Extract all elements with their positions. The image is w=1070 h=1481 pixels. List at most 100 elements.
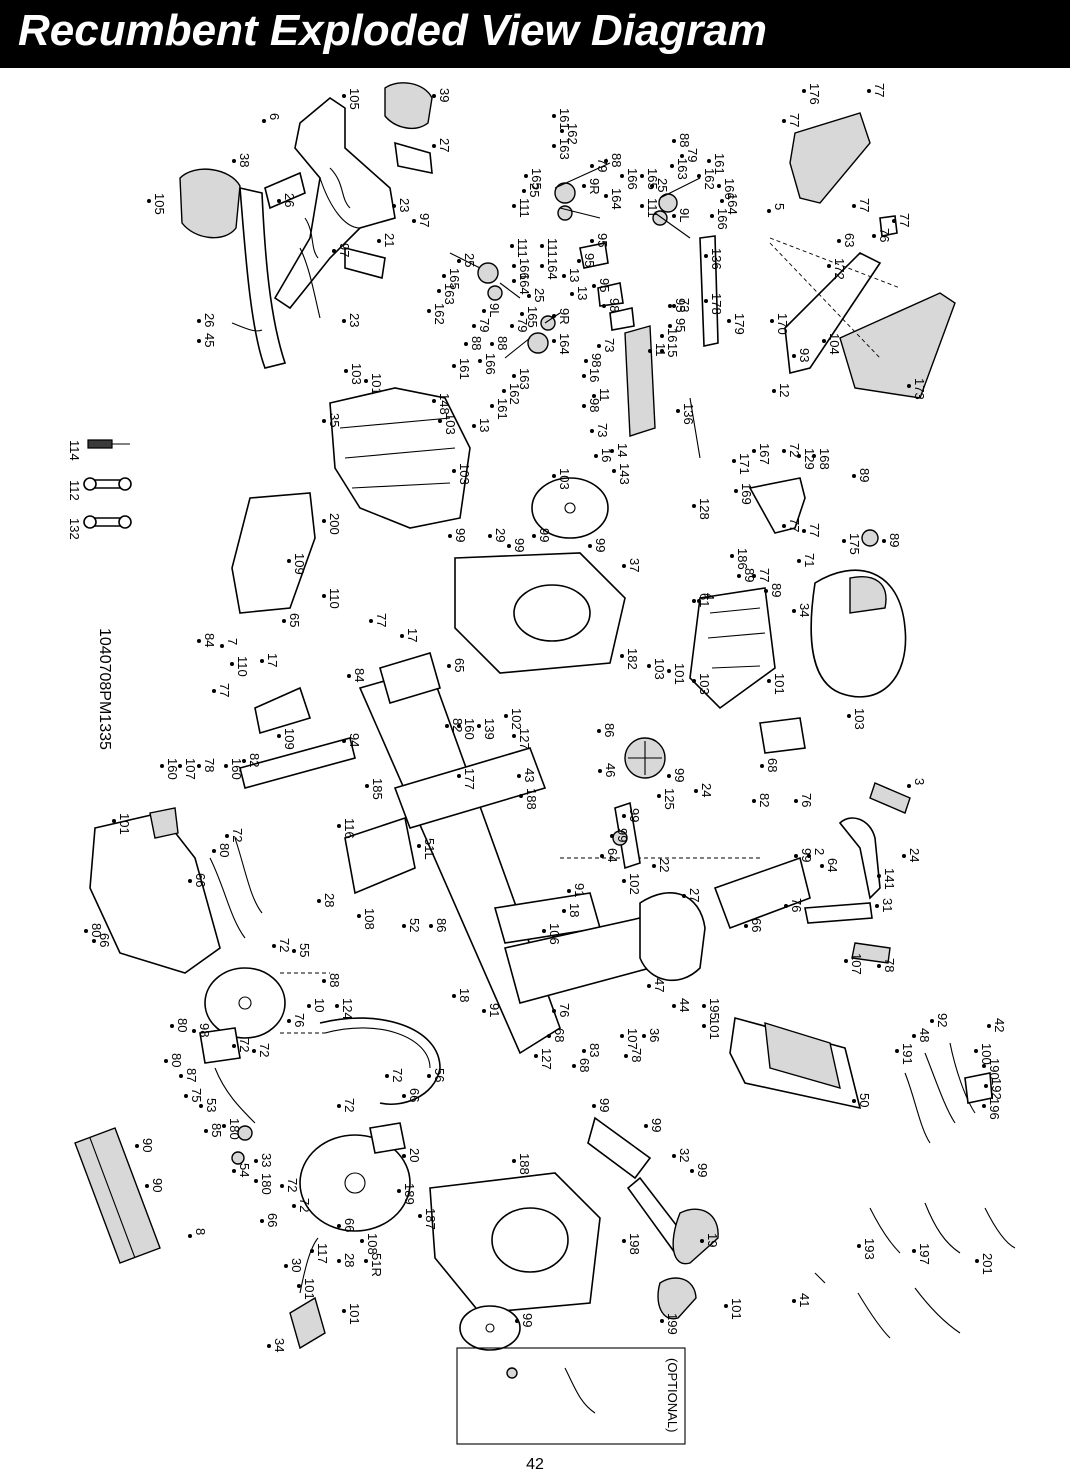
callout-leader-dot: [652, 864, 656, 868]
part-callout: 3: [912, 778, 927, 785]
part-callout: 85: [209, 1123, 224, 1137]
part-callout: 95: [673, 298, 688, 312]
part-callout: 178: [709, 293, 724, 315]
callout-leader-dot: [232, 1169, 236, 1173]
part-callout: 173: [912, 378, 927, 400]
part-callout: 79: [685, 148, 700, 162]
callout-leader-dot: [752, 449, 756, 453]
part-callout: 42: [992, 1018, 1007, 1032]
callout-leader-dot: [590, 429, 594, 433]
callout-leader-dot: [452, 469, 456, 473]
part-callout: 191: [900, 1043, 915, 1065]
callout-leader-dot: [604, 194, 608, 198]
part-callout: 86: [434, 918, 449, 932]
callout-leader-dot: [254, 1179, 258, 1183]
part-callout: 187: [423, 1208, 438, 1230]
part-callout: 65: [287, 613, 302, 627]
part-callout: 78: [629, 1048, 644, 1062]
callout-leader-dot: [552, 314, 556, 318]
part-callout: 164: [557, 333, 572, 355]
part-callout: 88: [469, 336, 484, 350]
part-callout: 34: [797, 603, 812, 617]
callout-leader-dot: [847, 714, 851, 718]
callout-leader-dot: [437, 289, 441, 293]
callout-leader-dot: [624, 1054, 628, 1058]
callout-leader-dot: [588, 544, 592, 548]
part-callout: 103: [852, 708, 867, 730]
part-callout: 99: [799, 848, 814, 862]
callout-leader-dot: [702, 1024, 706, 1028]
part-callout: 9L: [677, 208, 692, 222]
pulley-assembly-top: [449, 162, 701, 359]
part-callout: 27: [687, 888, 702, 902]
bracket-125: [759, 717, 806, 754]
part-callout: 177: [462, 768, 477, 790]
part-callout: 25: [655, 178, 670, 192]
callout-leader-dot: [432, 399, 436, 403]
callout-leader-dot: [610, 449, 614, 453]
drawing-code: 1040708PM1335: [96, 628, 113, 750]
callout-leader-dot: [667, 774, 671, 778]
part-callout: 103: [443, 413, 458, 435]
part-callout: 72: [342, 1098, 357, 1112]
callout-leader-dot: [272, 944, 276, 948]
callout-leader-dot: [760, 764, 764, 768]
part-callout: 38: [237, 153, 252, 167]
pulse-wires: [231, 167, 351, 332]
part-callout: 29: [493, 528, 508, 542]
callout-leader-dot: [447, 664, 451, 668]
part-callout: 136: [681, 403, 696, 425]
callout-leader-dot: [402, 1094, 406, 1098]
part-callout: 91: [487, 1003, 502, 1017]
callout-leader-dot: [310, 1249, 314, 1253]
callout-leader-dot: [982, 1064, 986, 1068]
callout-leader-dot: [592, 394, 596, 398]
part-callout: 95: [582, 253, 597, 267]
callout-leader-dot: [612, 469, 616, 473]
part-callout: 44: [677, 998, 692, 1012]
part-callout: 171: [737, 453, 752, 475]
part-callout: 164: [609, 188, 624, 210]
callout-leader-dot: [197, 764, 201, 768]
callout-leader-dot: [184, 1094, 188, 1098]
callout-leader-dot: [400, 634, 404, 638]
part-callout: 4: [702, 593, 717, 600]
callout-leader-dot: [752, 799, 756, 803]
part-callout: 61: [697, 593, 712, 607]
part-callout: 165: [645, 168, 660, 190]
part-callout: 111: [515, 238, 530, 258]
callout-leader-dot: [292, 1204, 296, 1208]
part-callout: 66: [749, 918, 764, 932]
part-callout: 66: [407, 1088, 422, 1102]
optional-note: (OPTIONAL): [665, 1358, 680, 1432]
part-callout: 77: [787, 518, 802, 532]
callout-leader-dot: [504, 714, 508, 718]
callout-leader-dot: [867, 89, 871, 93]
callout-leader-dot: [542, 929, 546, 933]
part-callout: 100: [979, 1043, 994, 1065]
part-callout: 43: [522, 768, 537, 782]
callout-leader-dot: [912, 1249, 916, 1253]
part-callout: 103: [457, 463, 472, 485]
callout-leader-dot: [337, 1259, 341, 1263]
part-callout: 190: [987, 1058, 1002, 1080]
callout-leader-dot: [335, 1004, 339, 1008]
tool-number: 112: [67, 480, 82, 501]
callout-leader-dot: [792, 609, 796, 613]
callout-leader-dot: [517, 774, 521, 778]
hand-pulse-grip-upper: [384, 82, 433, 130]
callout-leader-dot: [260, 1219, 264, 1223]
callout-leader-dot: [622, 564, 626, 568]
part-callout: 160: [165, 758, 180, 780]
callout-leader-dot: [812, 454, 816, 458]
part-callout: 97: [417, 213, 432, 227]
callout-leader-dot: [620, 1034, 624, 1038]
part-callout: 72: [297, 1198, 312, 1212]
callout-leader-dot: [597, 344, 601, 348]
part-callout: 24: [907, 848, 922, 862]
part-callout: 166: [715, 208, 730, 230]
part-callout: 127: [517, 728, 532, 750]
callout-leader-dot: [560, 129, 564, 133]
part-callout: 28: [322, 893, 337, 907]
part-callout: 99: [627, 808, 642, 822]
